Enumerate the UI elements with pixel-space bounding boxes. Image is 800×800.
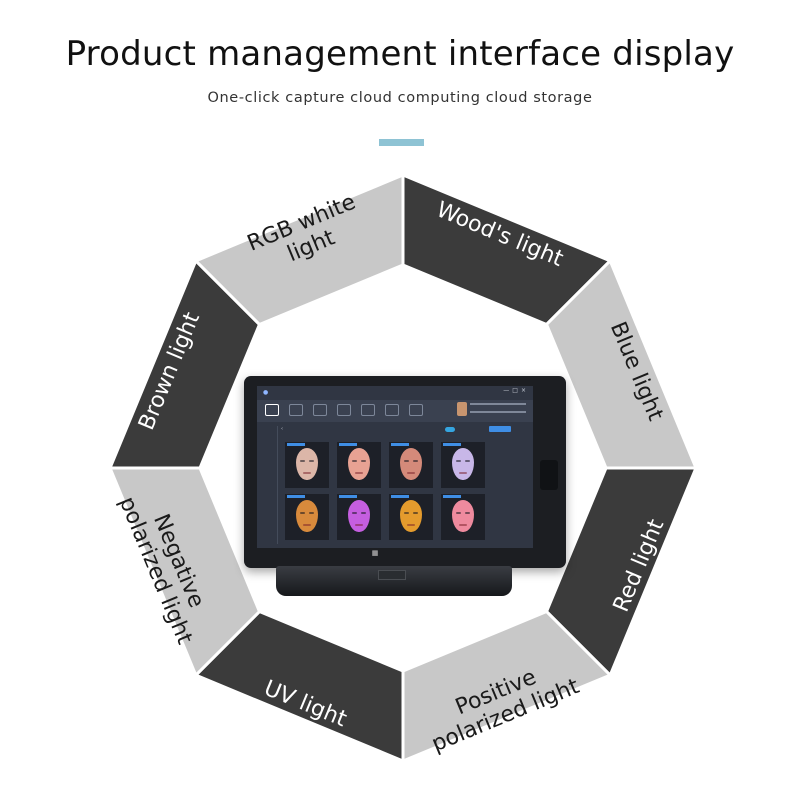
face-feature — [309, 512, 314, 514]
compare-tool-icon[interactable] — [337, 404, 351, 416]
side-panel — [261, 426, 278, 544]
face-negative-polarized-icon — [400, 448, 422, 480]
face-card[interactable] — [389, 442, 433, 488]
cloud-tool-icon[interactable] — [409, 404, 423, 416]
face-card[interactable] — [285, 494, 329, 540]
face-feature — [355, 524, 363, 526]
face-card[interactable] — [337, 494, 381, 540]
face-feature — [407, 472, 415, 474]
report-tool-icon[interactable] — [289, 404, 303, 416]
device-screen: ● —□× ‹ — [257, 386, 533, 548]
face-tag — [391, 443, 409, 446]
segment-rgb-white-light — [193, 172, 405, 327]
face-tag — [287, 443, 305, 446]
face-feature — [465, 460, 470, 462]
face-feature — [459, 524, 467, 526]
face-feature — [303, 524, 311, 526]
page-subtitle: One-click capture cloud computing cloud … — [207, 90, 593, 106]
face-feature — [355, 472, 363, 474]
windows-logo-icon[interactable]: ▦ — [371, 549, 379, 557]
face-tag — [339, 495, 357, 498]
face-uv-icon — [348, 500, 370, 532]
face-feature — [456, 460, 461, 462]
face-feature — [300, 512, 305, 514]
face-tag — [443, 495, 461, 498]
app-header: ● —□× — [257, 386, 533, 398]
window-controls-icon: —□× — [503, 387, 529, 394]
user-info — [470, 403, 526, 413]
face-feature — [352, 512, 357, 514]
face-feature — [361, 460, 366, 462]
face-feature — [309, 460, 314, 462]
capture-button[interactable] — [489, 426, 511, 432]
face-feature — [404, 512, 409, 514]
face-red-icon — [452, 500, 474, 532]
history-tool-icon[interactable] — [361, 404, 375, 416]
camera-tool-icon[interactable] — [265, 404, 279, 416]
face-brown-icon — [296, 500, 318, 532]
face-tag — [287, 495, 305, 498]
face-feature — [361, 512, 366, 514]
face-blue-icon — [452, 448, 474, 480]
analyzer-device: ● —□× ‹ — [244, 376, 566, 568]
face-feature — [303, 472, 311, 474]
settings-tool-icon[interactable] — [385, 404, 399, 416]
stand-slot — [378, 570, 406, 580]
face-positive-polarized-icon — [348, 448, 370, 480]
face-feature — [300, 460, 305, 462]
app-logo-icon: ● — [263, 389, 269, 396]
analysis-tool-icon[interactable] — [313, 404, 327, 416]
face-woods-icon — [400, 500, 422, 532]
face-card[interactable] — [441, 442, 485, 488]
page-title: Product management interface display — [65, 34, 735, 74]
face-feature — [456, 512, 461, 514]
face-card[interactable] — [441, 494, 485, 540]
side-button[interactable] — [540, 460, 558, 490]
face-feature — [407, 524, 415, 526]
face-toggle[interactable] — [445, 427, 455, 432]
face-card[interactable] — [285, 442, 329, 488]
face-card[interactable] — [337, 442, 381, 488]
back-icon[interactable]: ‹ — [281, 426, 283, 432]
face-feature — [459, 472, 467, 474]
face-feature — [413, 460, 418, 462]
user-avatar[interactable] — [457, 402, 467, 416]
face-feature — [404, 460, 409, 462]
face-feature — [465, 512, 470, 514]
accent-bar — [379, 139, 424, 146]
face-card[interactable] — [389, 494, 433, 540]
face-feature — [352, 460, 357, 462]
face-tag — [443, 443, 461, 446]
face-tag — [339, 443, 357, 446]
face-rgb-icon — [296, 448, 318, 480]
face-tag — [391, 495, 409, 498]
face-feature — [413, 512, 418, 514]
